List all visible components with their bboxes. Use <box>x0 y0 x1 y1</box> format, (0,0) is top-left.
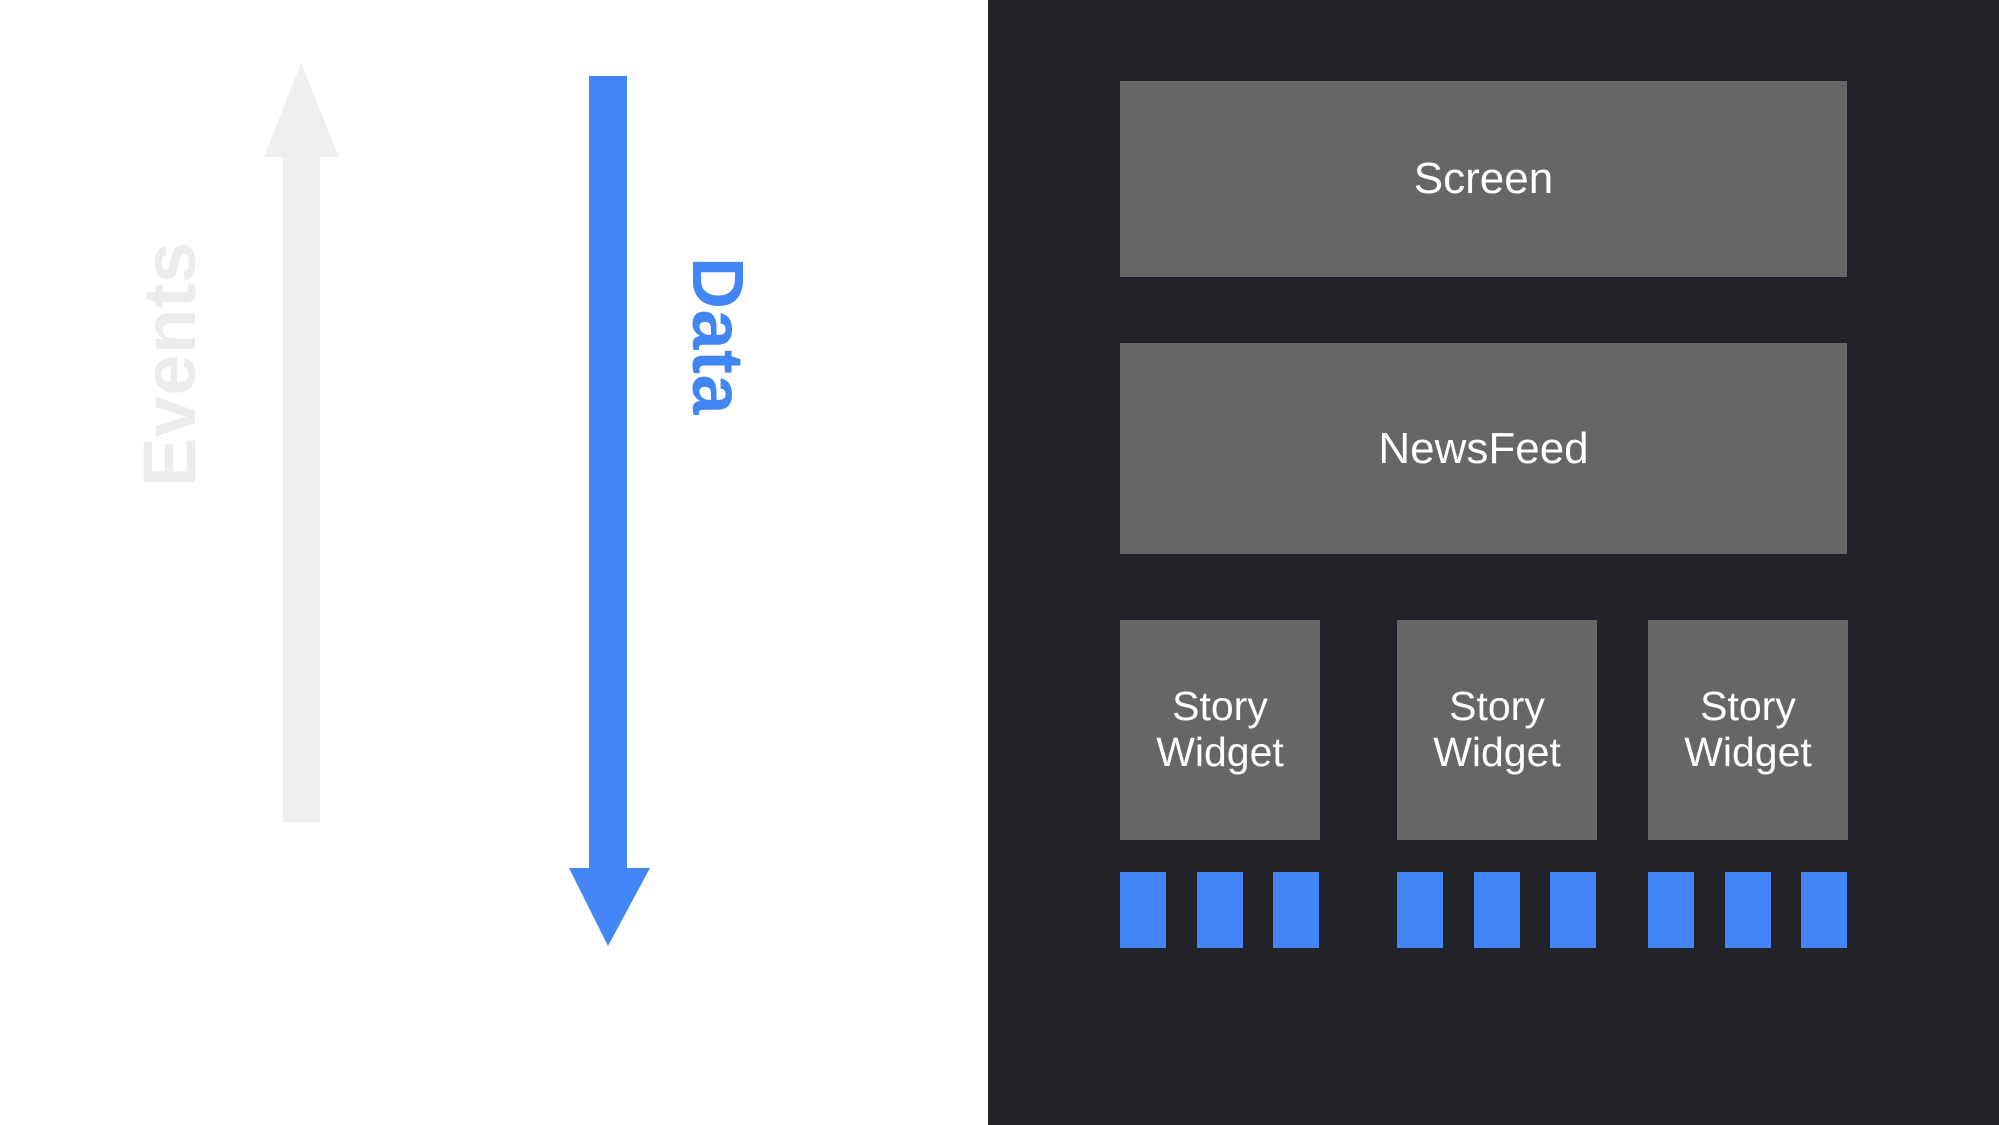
data-label: Data <box>677 256 757 416</box>
flow-legend-pane: Events Data <box>0 0 988 1125</box>
events-arrow-shape <box>264 63 339 822</box>
node-story-widget-0-label: Story Widget <box>1156 683 1284 776</box>
node-story-widget-1[interactable]: Story Widget <box>1397 620 1597 840</box>
events-label: Events <box>128 241 211 487</box>
story-widget-0-line2: Widget <box>1156 729 1284 775</box>
leaf-node-2-1[interactable] <box>1725 872 1771 948</box>
node-screen-label: Screen <box>1413 154 1554 204</box>
node-story-widget-1-label: Story Widget <box>1433 683 1561 776</box>
node-story-widget-2[interactable]: Story Widget <box>1648 620 1848 840</box>
story-widget-2-line1: Story <box>1700 683 1796 730</box>
node-newsfeed-label: NewsFeed <box>1378 423 1589 473</box>
leaf-node-1-2[interactable] <box>1550 872 1596 948</box>
events-arrow <box>262 60 342 822</box>
leaf-node-1-1[interactable] <box>1474 872 1520 948</box>
leaf-node-2-2[interactable] <box>1801 872 1847 948</box>
node-screen[interactable]: Screen <box>1120 81 1847 277</box>
story-widget-0-line1: Story <box>1172 683 1268 730</box>
node-story-widget-0[interactable]: Story Widget <box>1120 620 1320 840</box>
leaf-node-0-2[interactable] <box>1273 872 1319 948</box>
widget-tree-pane: Screen NewsFeed Story Widget Story Widge… <box>988 0 1999 1125</box>
data-arrow <box>566 76 652 948</box>
node-newsfeed[interactable]: NewsFeed <box>1120 343 1847 554</box>
leaf-node-1-0[interactable] <box>1397 872 1443 948</box>
leaf-node-0-1[interactable] <box>1197 872 1243 948</box>
leaf-node-2-0[interactable] <box>1648 872 1694 948</box>
leaf-node-0-0[interactable] <box>1120 872 1166 948</box>
story-widget-1-line2: Widget <box>1433 729 1561 775</box>
story-widget-1-line1: Story <box>1449 683 1545 730</box>
story-widget-2-line2: Widget <box>1684 729 1812 775</box>
node-story-widget-2-label: Story Widget <box>1684 683 1812 776</box>
data-arrow-shape <box>569 76 650 946</box>
